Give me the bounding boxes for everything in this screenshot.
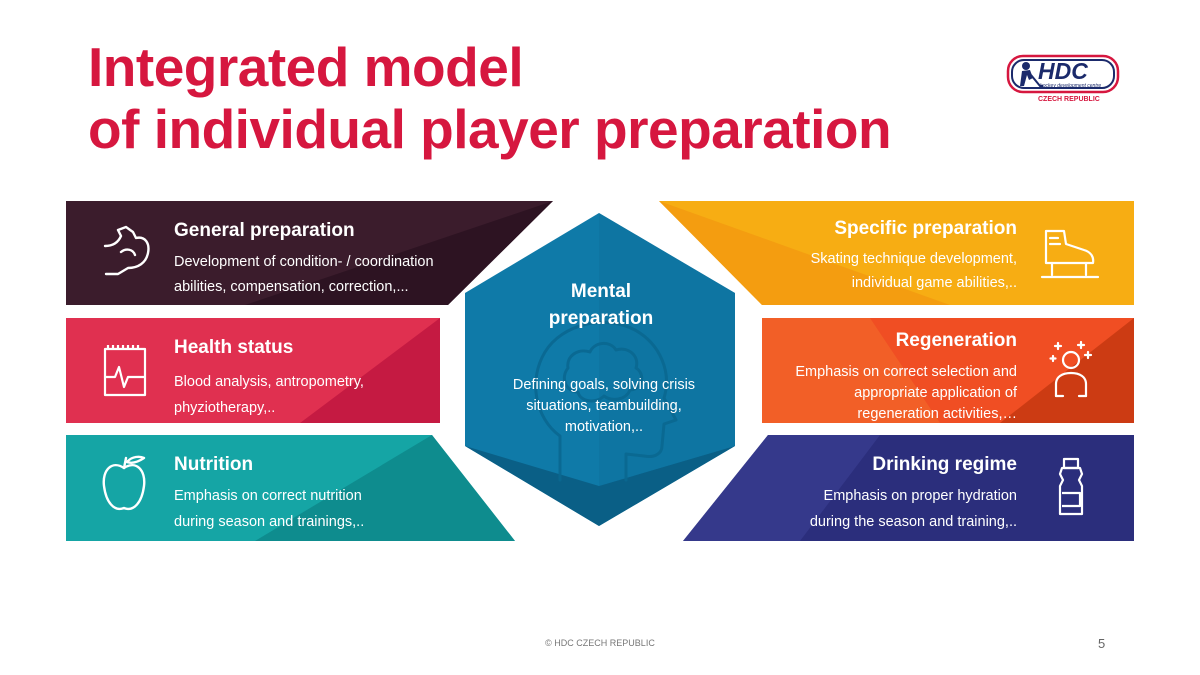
page-title: Integrated model of individual player pr… xyxy=(88,36,892,160)
panel-drinking-heading: Drinking regime xyxy=(872,454,1017,475)
hexagon-right-shade xyxy=(599,213,735,486)
page-title-line-1: Integrated model xyxy=(88,36,524,98)
panel-general-line-1: Development of condition- / coordination xyxy=(174,254,434,270)
flexed-arm-icon xyxy=(103,225,150,276)
apple-icon xyxy=(102,455,146,511)
panel-general-preparation: General preparation Development of condi… xyxy=(66,201,553,305)
logo-text: HDC xyxy=(1038,58,1088,84)
panel-nutrition-line-2: during season and trainings,.. xyxy=(174,514,364,530)
panel-drinking-regime: Drinking regime Emphasis on proper hydra… xyxy=(683,435,1134,541)
panel-health-line-1: Blood analysis, antropometry, xyxy=(174,374,364,390)
panel-regeneration-line-2: appropriate application of xyxy=(854,385,1018,401)
hockey-player-icon xyxy=(1020,62,1043,87)
footer-copyright: © HDC CZECH REPUBLIC xyxy=(545,638,655,648)
panel-general-heading: General preparation xyxy=(174,220,355,241)
panel-regeneration-light xyxy=(762,318,940,423)
mental-line-1: Defining goals, solving crisis xyxy=(513,377,695,393)
panel-regeneration-heading: Regeneration xyxy=(896,330,1017,351)
panel-drinking-line-2: during the season and training,.. xyxy=(810,514,1017,530)
panel-health-shade xyxy=(300,318,440,423)
panel-nutrition: Nutrition Emphasis on correct nutrition … xyxy=(66,435,515,541)
brain-head-icon xyxy=(534,320,678,482)
panel-drinking-line-1: Emphasis on proper hydration xyxy=(824,488,1017,504)
logo-inner-frame xyxy=(1011,59,1115,89)
panel-regeneration-line-1: Emphasis on correct selection and xyxy=(795,364,1017,380)
mental-line-3: motivation,.. xyxy=(565,419,643,435)
panel-nutrition-heading: Nutrition xyxy=(174,454,253,475)
logo-subtitle: hockey development centre xyxy=(1040,83,1101,89)
ice-skate-icon xyxy=(1040,229,1100,279)
page-number: 5 xyxy=(1098,636,1106,651)
panel-health-heading: Health status xyxy=(174,337,293,358)
water-bottle-icon xyxy=(1058,457,1084,516)
panel-drinking-light xyxy=(683,435,880,541)
mental-heading-line-1: Mental xyxy=(571,281,631,302)
logo-country: CZECH REPUBLIC xyxy=(1038,96,1100,103)
panel-nutrition-line-1: Emphasis on correct nutrition xyxy=(174,488,362,504)
mental-heading-line-2: preparation xyxy=(549,308,654,329)
panel-mental-preparation: Mental preparation Defining goals, solvi… xyxy=(465,213,735,526)
page-title-line-2: of individual player preparation xyxy=(88,98,892,160)
panel-regeneration-shade xyxy=(1000,318,1134,423)
panel-health-status: Health status Blood analysis, antropomet… xyxy=(66,318,440,423)
panel-general-line-2: abilities, compensation, correction,... xyxy=(174,279,409,295)
panel-health-line-2: phyziotherapy,.. xyxy=(174,400,275,416)
relaxed-person-icon xyxy=(1049,340,1093,398)
panel-nutrition-shade xyxy=(255,435,515,541)
panel-specific-shade xyxy=(659,201,950,305)
panel-specific-line-1: Skating technique development, xyxy=(811,251,1017,267)
mental-line-2: situations, teambuilding, xyxy=(526,398,682,414)
panel-specific-preparation: Specific preparation Skating technique d… xyxy=(659,201,1134,305)
panel-general-shade xyxy=(245,201,553,305)
panel-regeneration: Regeneration Emphasis on correct selecti… xyxy=(762,318,1134,423)
hexagon-bottom-shade xyxy=(465,446,735,526)
medical-chart-icon xyxy=(103,345,147,397)
hdc-logo: HDC hockey development centre CZECH REPU… xyxy=(1006,54,1120,103)
panel-regeneration-line-3: regeneration activities,… xyxy=(857,406,1017,422)
panel-specific-line-2: individual game abilities,.. xyxy=(852,275,1017,291)
panel-specific-heading: Specific preparation xyxy=(834,218,1017,239)
